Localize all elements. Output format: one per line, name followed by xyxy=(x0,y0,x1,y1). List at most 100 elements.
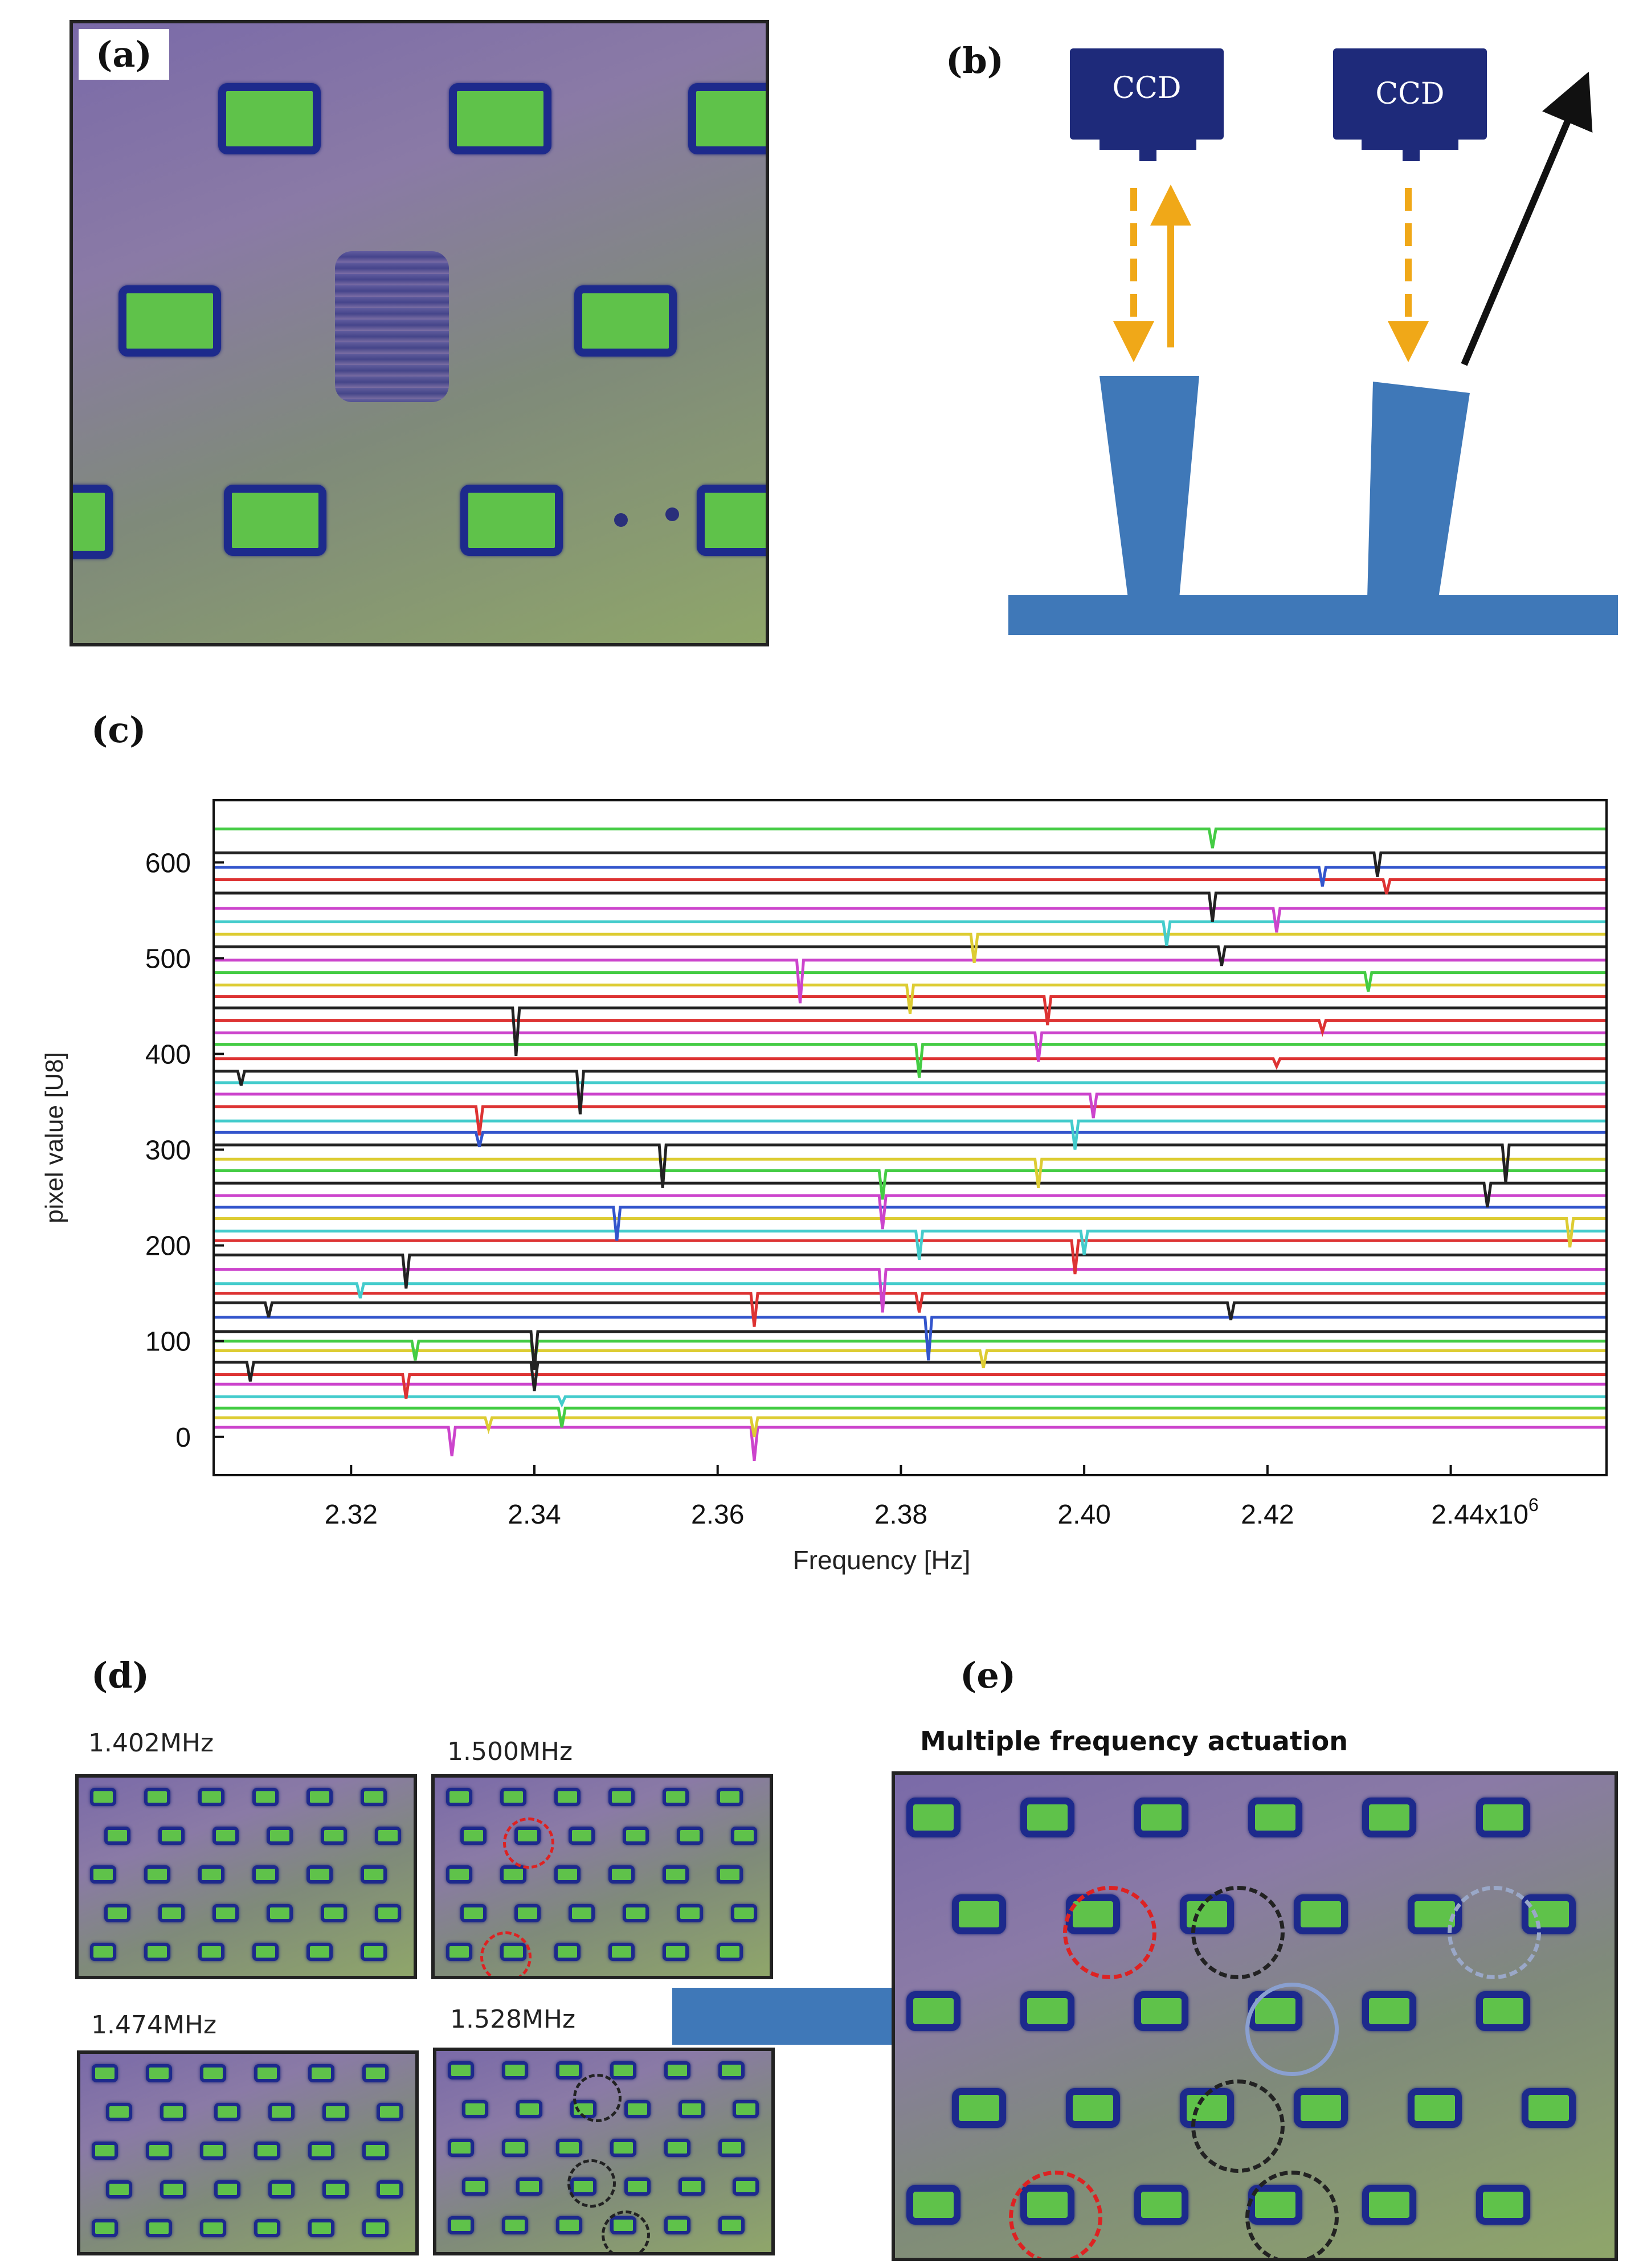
spectrum-line-11 xyxy=(214,1301,1607,1321)
pillar xyxy=(516,2100,542,2118)
pillar xyxy=(718,2061,745,2079)
pillar-at-rest xyxy=(1100,376,1199,598)
panel-d-label: (d) xyxy=(91,1655,150,1696)
highlight-circle xyxy=(503,1817,554,1869)
spectrum-line-7 xyxy=(214,1349,1607,1369)
pillar xyxy=(106,2103,132,2121)
pillar xyxy=(556,2216,582,2234)
pillar xyxy=(158,1827,185,1845)
pillar xyxy=(733,2100,759,2118)
pillar xyxy=(610,2139,636,2157)
pillar xyxy=(554,1788,581,1806)
pillar xyxy=(574,285,677,357)
pillar xyxy=(306,1943,333,1961)
highlight-circle xyxy=(1191,1886,1285,1979)
micrograph-1500 xyxy=(431,1774,773,1979)
micrograph-1528 xyxy=(433,2048,775,2255)
spectrum-line-24 xyxy=(214,1143,1607,1188)
pillar xyxy=(200,2219,226,2237)
highlight-circle xyxy=(1448,1886,1541,1979)
pillar xyxy=(146,2142,172,2160)
pillar xyxy=(308,2064,334,2082)
pillar xyxy=(306,1865,333,1884)
pillar xyxy=(500,1865,526,1884)
y-tick-label: 0 xyxy=(175,1423,191,1453)
pillar xyxy=(952,2088,1006,2128)
highlight-circle xyxy=(602,2210,650,2252)
pillar xyxy=(1134,2185,1188,2225)
pillar xyxy=(224,485,326,556)
spectrum-line-3 xyxy=(214,1395,1607,1408)
pillar xyxy=(1294,1894,1348,1934)
pillar xyxy=(569,1827,595,1845)
pillar xyxy=(144,1865,170,1884)
spectrum-line-9 xyxy=(214,1330,1607,1370)
spectrum-line-42 xyxy=(214,920,1607,946)
pillar xyxy=(106,2180,132,2199)
pillar xyxy=(679,2100,705,2118)
pillar xyxy=(1294,2088,1348,2128)
pillar xyxy=(1362,1798,1416,1837)
pillar xyxy=(212,1827,239,1845)
pillar xyxy=(556,2139,582,2157)
ccd-label-left: CCD xyxy=(1112,71,1181,105)
spectrum-line-30 xyxy=(214,1070,1607,1115)
pillar xyxy=(569,1904,595,1922)
spectrum-line-15 xyxy=(214,1253,1607,1289)
pillar xyxy=(92,2219,118,2237)
pillar xyxy=(160,2103,186,2121)
pillar xyxy=(679,2177,705,2196)
panel-a-label: (a) xyxy=(79,29,169,80)
spectrum-line-37 xyxy=(214,983,1607,1014)
spectrum-line-28 xyxy=(214,1092,1607,1119)
pillar xyxy=(118,285,221,357)
pillar xyxy=(446,1943,472,1961)
pillar xyxy=(733,2177,759,2196)
freq-label-4: 1.528MHz xyxy=(450,2005,576,2034)
pillar xyxy=(624,2100,651,2118)
pillar xyxy=(664,2216,690,2234)
pillar xyxy=(718,2139,745,2157)
pillar xyxy=(449,83,551,154)
plot-frame xyxy=(212,799,1608,1476)
x-tick-label: 2.40 xyxy=(1057,1500,1110,1530)
spectrum-line-26 xyxy=(214,1119,1607,1150)
pillar xyxy=(446,1865,472,1884)
pillar xyxy=(663,1865,689,1884)
panel-e-title: Multiple frequency actuation xyxy=(920,1726,1348,1757)
spectrum-line-5 xyxy=(214,1373,1607,1399)
panel-a-micrograph: (a) xyxy=(70,20,769,646)
pillar xyxy=(214,2103,240,2121)
pillar xyxy=(322,2103,349,2121)
pillar xyxy=(1020,1991,1074,2031)
pillar xyxy=(460,485,563,556)
highlight-circle xyxy=(1191,2079,1285,2173)
freq-label-3: 1.474MHz xyxy=(91,2011,217,2040)
spectrum-line-46 xyxy=(214,866,1607,887)
pillar xyxy=(502,2216,528,2234)
pillar xyxy=(623,1904,649,1922)
pillar xyxy=(267,1827,293,1845)
spectrum-line-48 xyxy=(214,827,1607,849)
pillar xyxy=(502,2061,528,2079)
pillar xyxy=(717,1943,743,1961)
pillar xyxy=(92,2064,118,2082)
y-axis-label: pixel value [U8] xyxy=(40,1052,68,1223)
pillar xyxy=(697,485,766,556)
ccd-camera-right xyxy=(1333,48,1487,161)
pillar xyxy=(198,1865,224,1884)
pillar xyxy=(688,83,766,154)
pillar xyxy=(267,1904,293,1922)
multi-frequency-micrograph xyxy=(892,1771,1618,2261)
pillar xyxy=(321,1904,347,1922)
pillar xyxy=(92,2142,118,2160)
pillar xyxy=(448,2061,474,2079)
pillar xyxy=(514,1904,541,1922)
x-exponent: 6 xyxy=(1528,1495,1539,1515)
pillar xyxy=(362,2142,389,2160)
pillar xyxy=(906,1991,960,2031)
highlight-circle xyxy=(1009,2171,1102,2258)
pillar xyxy=(1134,1991,1188,2031)
spectrum-line-38 xyxy=(214,971,1607,992)
spectrum-line-41 xyxy=(214,932,1607,963)
